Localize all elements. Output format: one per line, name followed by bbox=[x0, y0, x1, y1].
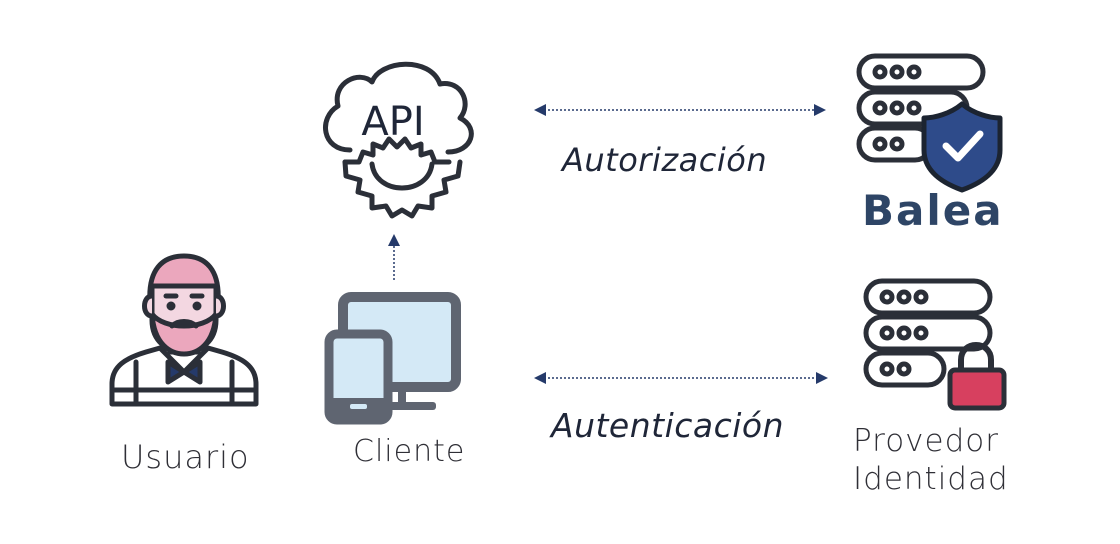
balea-label: Balea bbox=[862, 186, 1004, 235]
server-lock-icon bbox=[863, 278, 1007, 411]
shield-icon bbox=[921, 101, 1003, 193]
cliente-label: Cliente bbox=[353, 434, 466, 469]
provedor-label: Provedor Identidad bbox=[853, 422, 1009, 498]
usuario-label: Usuario bbox=[121, 438, 250, 476]
lock-icon bbox=[947, 367, 1007, 411]
server-shield-icon bbox=[856, 53, 1003, 193]
autorizacion-label: Autorización bbox=[562, 141, 768, 179]
user-icon bbox=[109, 253, 259, 407]
api-cloud-gear-icon bbox=[323, 61, 474, 219]
autenticacion-label: Autenticación bbox=[551, 406, 785, 445]
devices-icon bbox=[324, 292, 461, 425]
provedor-label-line1: Provedor bbox=[853, 423, 999, 459]
api-label: API bbox=[361, 99, 424, 145]
check-icon bbox=[942, 130, 984, 162]
provedor-label-line2: Identidad bbox=[853, 461, 1009, 497]
